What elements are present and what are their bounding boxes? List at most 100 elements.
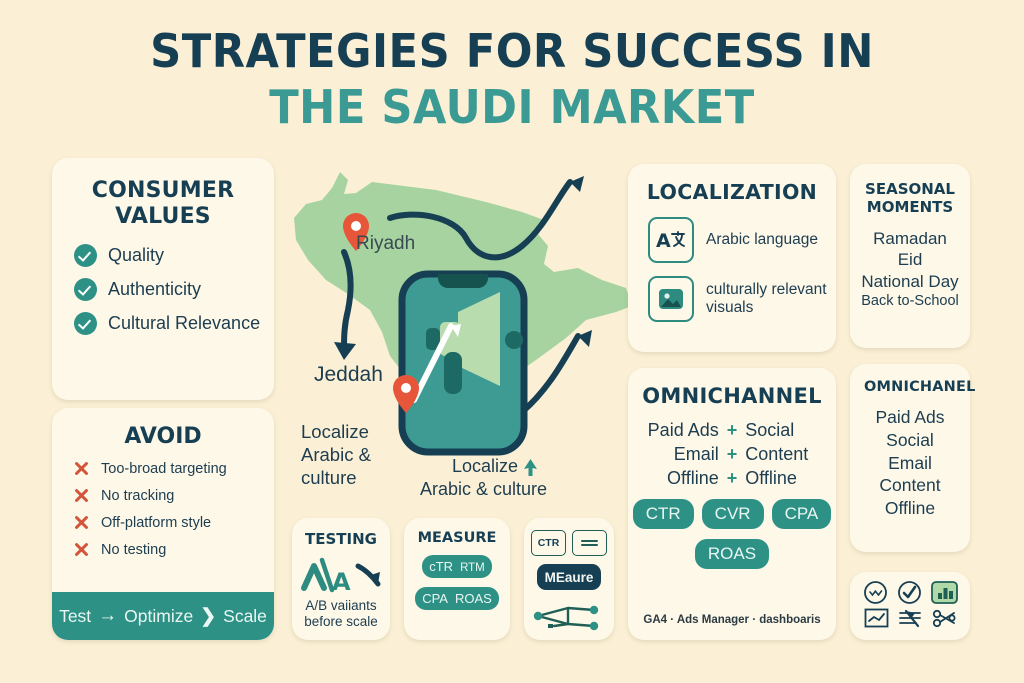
omnichannel-card: OMNICHANNEL Paid Ads + Social Email + Co… — [628, 368, 836, 640]
avoid-title: AVOID — [124, 424, 202, 449]
metric-pill-roas: ROAS — [694, 539, 770, 569]
map-label-riyadh: Riyadh — [356, 233, 416, 254]
seasonal-moments-list: Ramadan Eid National Day Back to-School — [850, 228, 970, 310]
list-item: Too-broad targeting — [72, 459, 274, 478]
list-item: Email — [888, 452, 932, 473]
metric-pill-ctr: CTR — [632, 499, 694, 529]
arrow-top — [387, 179, 573, 261]
circle-check-icon — [897, 581, 921, 604]
arrow-left-head — [334, 342, 356, 360]
testing-note-line2: before scale — [304, 614, 378, 630]
list-item: Paid Ads + Social — [628, 420, 836, 441]
consumer-value-label: Cultural Relevance — [108, 313, 261, 334]
omnichannel-footer: GA4 · Ads Manager · dashboaris — [643, 614, 821, 626]
plus-icon: + — [726, 420, 738, 440]
ab-test-illustration: A — [292, 552, 390, 596]
avoid-list: Too-broad targeting No tracking Off-plat… — [52, 459, 274, 559]
testing-card: TESTING A A/B vaiiants before scale — [292, 518, 390, 640]
trend-arrow-icon — [898, 609, 921, 628]
measure-card: MEASURE cTR RTM CPA ROAS — [404, 518, 510, 640]
omnichanel-right-list: Paid Ads Social Email Content Offline — [850, 406, 970, 520]
circle-check-double-icon — [863, 581, 887, 604]
list-item: Offline + Offline — [628, 468, 836, 489]
right-arrow-icon: → — [98, 605, 118, 626]
consumer-value-label: Quality — [108, 245, 165, 266]
pin-jeddah-icon — [393, 375, 419, 413]
omnichannel-right: Offline — [745, 468, 797, 488]
list-item: Off-platform style — [72, 513, 274, 532]
list-item: Back to-School — [861, 293, 959, 310]
list-item: Offline — [884, 498, 936, 518]
phone-megaphone-illustration — [398, 270, 528, 456]
process-step-optimize: Optimize — [124, 605, 194, 626]
scissors-icon — [932, 609, 955, 628]
bar-chart-icon — [930, 581, 958, 604]
cross-icon — [72, 513, 91, 532]
arrow-bottom-head — [578, 330, 592, 347]
list-lines-icon — [572, 530, 607, 556]
measure-title: MEASURE — [417, 530, 497, 546]
measure-pill-ctr: cTR — [429, 559, 454, 574]
list-item: No tracking — [72, 486, 274, 505]
page-title: STRATEGIES FOR SUCCESS IN THE SAUDI MARK… — [0, 28, 1024, 130]
dashboard-measure-pill: MEaure — [537, 564, 601, 590]
measure-pill-row-2: CPA ROAS — [404, 587, 510, 610]
process-step-test: Test — [59, 605, 92, 626]
omnichannel-left: Email — [673, 444, 719, 464]
list-item: Ramadan — [873, 229, 947, 248]
list-item: Email + Content — [628, 444, 836, 465]
omnichanel-right-card: OMNICHANEL Paid Ads Social Email Content… — [850, 364, 975, 552]
growth-arrow-head — [451, 324, 461, 337]
list-item: National Day — [861, 271, 959, 291]
plus-icon: + — [726, 468, 738, 488]
list-item: Social — [886, 429, 934, 450]
map-note-right-line2: Arabic & culture — [420, 479, 548, 500]
measure-pill-bottom: CPA ROAS — [415, 587, 499, 610]
measure-pill-top: cTR RTM — [422, 555, 492, 578]
map-note-right-line1: Localize — [452, 456, 519, 476]
check-circle-icon — [74, 311, 97, 335]
list-item: Paid Ads — [875, 407, 945, 427]
list-item: A Arabic language — [628, 217, 836, 263]
list-item: Content — [879, 475, 941, 496]
measure-pill-rtm: RTM — [460, 562, 485, 574]
pin-riyadh-icon — [343, 213, 369, 251]
metric-pill-cpa: CPA — [771, 499, 832, 529]
omnichannel-right: Content — [745, 444, 809, 464]
line-chart-icon — [864, 608, 888, 628]
localization-card: LOCALIZATION A Arabic language culturall… — [628, 164, 836, 352]
list-item: Quality — [74, 243, 274, 267]
check-circle-icon — [74, 277, 97, 301]
phone-notch — [438, 274, 488, 288]
pin-riyadh-dot — [351, 221, 361, 231]
map-note-left-line3: culture — [301, 467, 357, 489]
check-circle-icon — [74, 243, 97, 267]
arrow-top-head — [570, 176, 584, 192]
megaphone-back — [426, 328, 440, 350]
avoid-label: Too-broad targeting — [101, 460, 227, 477]
chevron-right-icon: ❯ — [200, 605, 217, 627]
lines-group — [581, 538, 598, 548]
process-banner: Test → Optimize ❯ Scale — [52, 592, 274, 640]
megaphone-knob — [505, 331, 523, 349]
translate-icon: A — [648, 217, 694, 263]
letter-a-left — [301, 563, 327, 591]
arrow-curve-head — [368, 572, 380, 584]
measure-pill-roas: ROAS — [454, 591, 492, 606]
localization-title: LOCALIZATION — [646, 180, 818, 204]
letter-a-right: A — [332, 568, 351, 596]
metric-pill-row-1: CTR CVR CPA — [628, 499, 836, 529]
cross-icon — [72, 459, 91, 478]
consumer-values-title: CONSUMER VALUES — [91, 178, 235, 229]
measure-pill-row-1: cTR RTM — [404, 555, 510, 578]
consumer-values-list: Quality Authenticity Cultural Relevance — [52, 243, 274, 335]
svg-text:A: A — [656, 230, 671, 252]
testing-note-line1: A/B vaiiants — [305, 598, 377, 613]
avoid-label: No testing — [101, 541, 167, 558]
icon-row-bottom — [864, 608, 957, 628]
measure-pill-cpa: CPA — [422, 591, 448, 606]
metric-pill-cvr: CVR — [701, 499, 764, 529]
omnichannel-title: OMNICHANNEL — [642, 384, 822, 408]
title-line-2: THE SAUDI MARKET — [269, 80, 755, 134]
